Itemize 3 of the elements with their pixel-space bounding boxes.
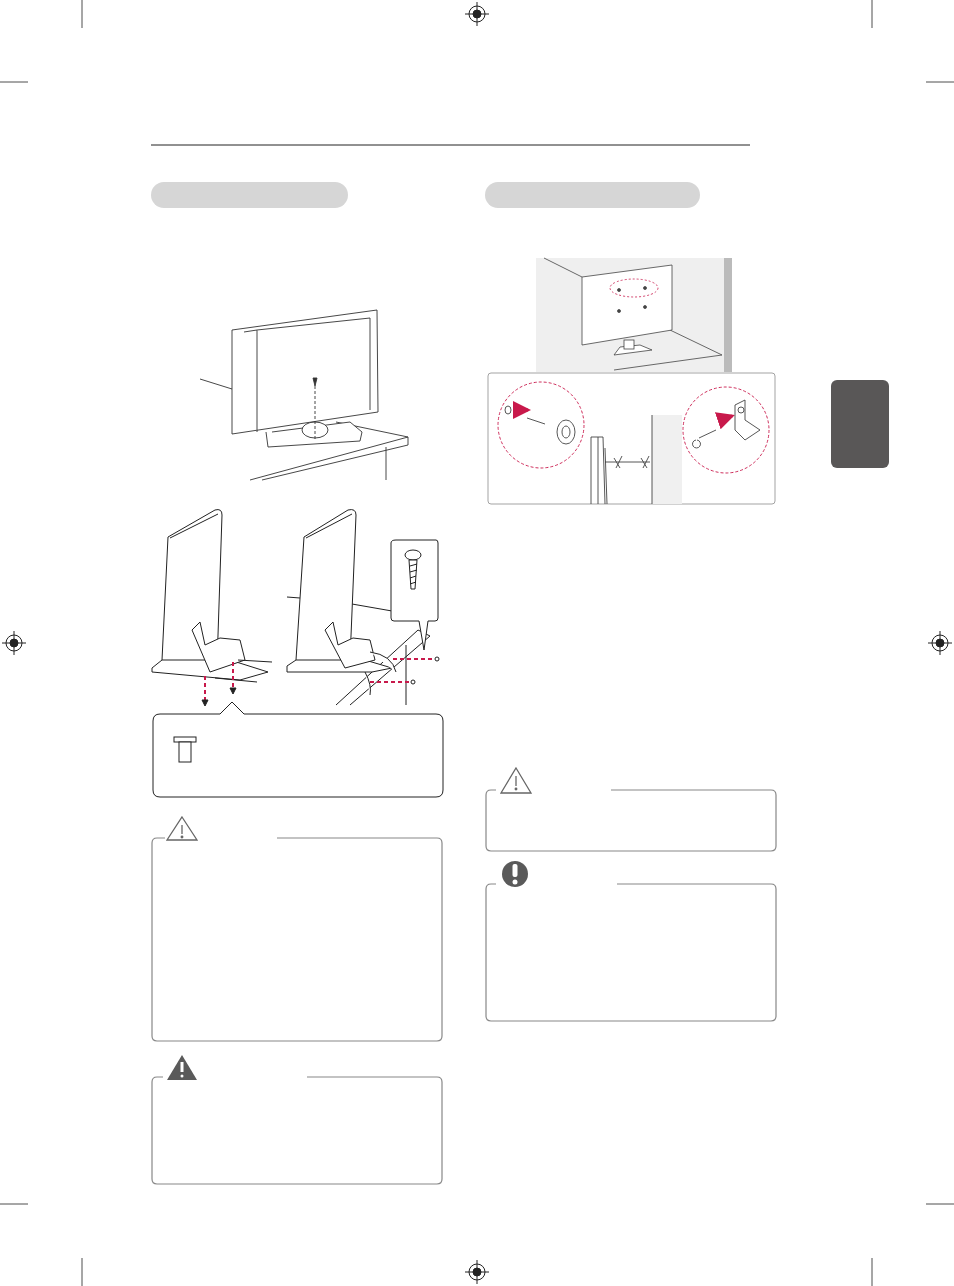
section-heading-bar bbox=[485, 182, 700, 208]
side-tab bbox=[831, 380, 889, 468]
section-heading-bar bbox=[151, 182, 348, 208]
